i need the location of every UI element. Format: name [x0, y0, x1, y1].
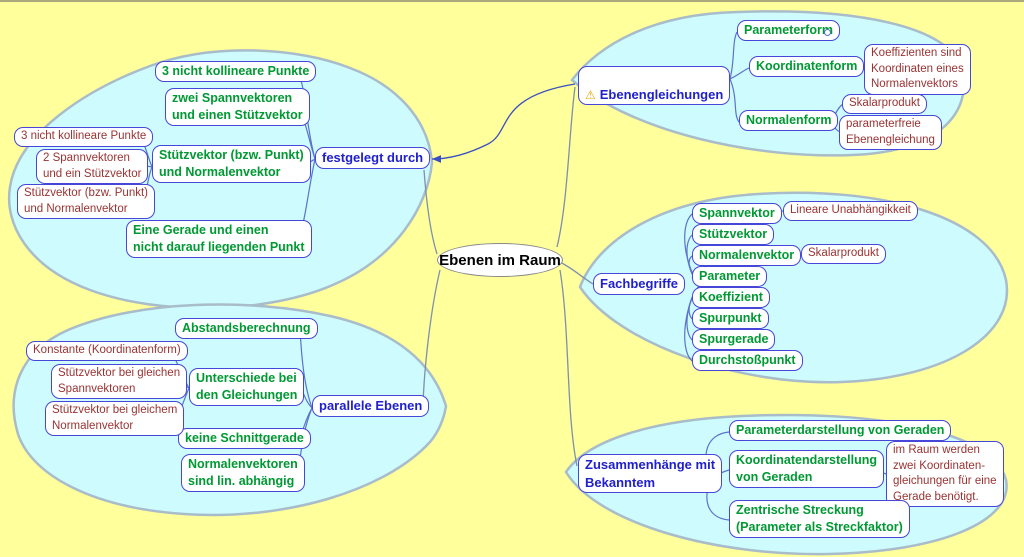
- node-ebenengleichungen[interactable]: ⚠Ebenengleichungen: [578, 66, 731, 106]
- node-zusammenhaenge-bekanntem[interactable]: Zusammenhänge mit Bekanntem: [578, 454, 723, 494]
- node-skalarprodukt-2[interactable]: Skalarprodukt: [801, 244, 886, 264]
- node-stuetzvektor-detail[interactable]: Stützvektor (bzw. Punkt) und Normalenvek…: [17, 184, 155, 220]
- node-stuetzvektor[interactable]: Stützvektor: [692, 224, 775, 245]
- node-abstandsberechnung[interactable]: Abstandsberechnung: [175, 318, 318, 339]
- node-im-raum-note[interactable]: im Raum werden zwei Koordinaten- gleichu…: [886, 441, 1004, 508]
- node-konstante-koordinatenform[interactable]: Konstante (Koordinatenform): [26, 341, 188, 361]
- node-skalarprodukt[interactable]: Skalarprodukt: [842, 94, 927, 114]
- edge-root-fachbegriffe: [559, 261, 594, 285]
- node-parameterform[interactable]: Parameterform: [737, 20, 840, 41]
- node-parameterfreie-ebenengleichung[interactable]: parameterfreie Ebenengleichung: [839, 115, 942, 151]
- edge: [729, 78, 740, 123]
- edge: [729, 31, 738, 80]
- edge: [729, 67, 750, 80]
- collapsed-node-indicator[interactable]: [824, 29, 831, 36]
- node-parameterdarstellung-geraden[interactable]: Parameterdarstellung von Geraden: [729, 420, 952, 441]
- edge-root-parallele: [422, 269, 441, 406]
- node-parameter[interactable]: Parameter: [692, 266, 768, 287]
- node-3-nicht-kollineare-punkte[interactable]: 3 nicht kollineare Punkte: [155, 61, 317, 82]
- node-spurgerade[interactable]: Spurgerade: [692, 329, 776, 350]
- node-parallele-ebenen[interactable]: parallele Ebenen: [312, 395, 430, 417]
- node-normalenform[interactable]: Normalenform: [739, 110, 839, 131]
- node-3-nicht-kollineare-punkte-detail[interactable]: 3 nicht kollineare Punkte: [14, 127, 154, 147]
- edge-root-festgelegt: [423, 169, 438, 255]
- edge-root-zusammenhaenge: [559, 269, 578, 467]
- link-arrow-ebenengleichungen-festgelegt: [431, 83, 576, 163]
- node-unterschiede-gleichungen[interactable]: Unterschiede bei den Gleichungen: [189, 368, 305, 406]
- node-label: Ebenengleichungen: [599, 86, 724, 102]
- node-durchstosspunkt[interactable]: Durchstoßpunkt: [692, 350, 803, 371]
- node-normalenvektor[interactable]: Normalenvektor: [692, 245, 802, 266]
- node-zwei-spannvektoren[interactable]: zwei Spannvektoren und einen Stützvektor: [165, 88, 310, 126]
- node-festgelegt-durch[interactable]: festgelegt durch: [315, 147, 431, 169]
- node-fachbegriffe[interactable]: Fachbegriffe: [593, 273, 686, 295]
- node-keine-schnittgerade[interactable]: keine Schnittgerade: [178, 428, 311, 449]
- node-koordinatendarstellung-geraden[interactable]: Koordinatendarstellung von Geraden: [729, 450, 884, 488]
- node-normalenvektoren-abhaengig[interactable]: Normalenvektoren sind lin. abhängig: [181, 454, 305, 492]
- warning-icon: ⚠: [585, 87, 596, 102]
- node-stuetzvektor-gleicher-normalenvektor[interactable]: Stützvektor bei gleichem Normalenvektor: [45, 401, 185, 437]
- node-spurpunkt[interactable]: Spurpunkt: [692, 308, 769, 329]
- node-lineare-unabhaengigkeit[interactable]: Lineare Unabhängikkeit: [783, 201, 918, 221]
- node-2-spannvektoren-detail[interactable]: 2 Spannvektoren und ein Stützvektor: [36, 149, 149, 185]
- node-koeffizienten-note[interactable]: Koeffizienten sind Koordinaten eines Nor…: [864, 44, 971, 95]
- root-node-ebenen-im-raum[interactable]: Ebenen im Raum: [437, 243, 563, 277]
- node-stuetzvektor-normalenvektor[interactable]: Stützvektor (bzw. Punkt) und Normalenvek…: [152, 145, 311, 183]
- node-zentrische-streckung[interactable]: Zentrische Streckung (Parameter als Stre…: [729, 500, 910, 538]
- node-koeffizient[interactable]: Koeffizient: [692, 287, 770, 308]
- node-koordinatenform[interactable]: Koordinatenform: [749, 56, 865, 77]
- edge-root-ebenengleichungen: [556, 86, 576, 248]
- node-stuetzvektor-gleiche-spannvektoren[interactable]: Stützvektor bei gleichen Spannvektoren: [51, 364, 188, 400]
- node-spannvektor[interactable]: Spannvektor: [692, 203, 782, 224]
- node-eine-gerade-punkt[interactable]: Eine Gerade und einen nicht darauf liege…: [126, 220, 312, 258]
